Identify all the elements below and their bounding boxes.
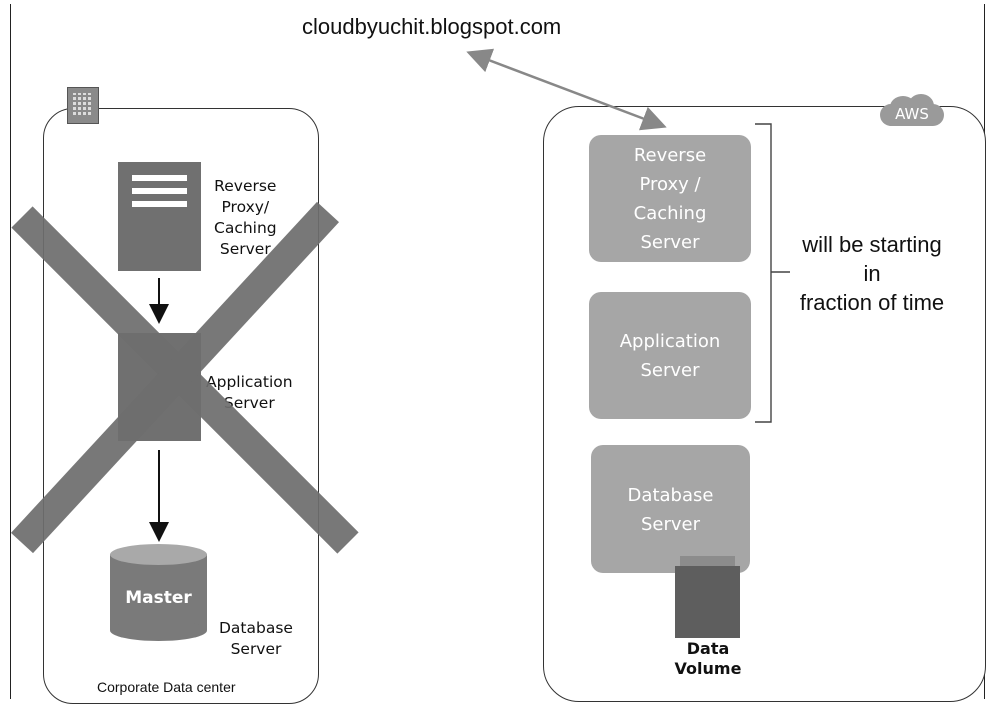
corporate-datacenter-label: Corporate Data center bbox=[97, 679, 236, 695]
aws-db-label: Database Server bbox=[627, 485, 714, 535]
aws-proxy-label: Reverse Proxy / Caching Server bbox=[633, 144, 707, 253]
master-label: Master bbox=[125, 588, 192, 608]
proxy-server-icon bbox=[118, 162, 201, 271]
left-db-label: Database Server bbox=[219, 619, 293, 658]
timing-note: will be starting in fraction of time bbox=[799, 232, 945, 315]
left-app-label: Application Server bbox=[206, 373, 293, 412]
aws-app-box: Application Server bbox=[589, 292, 751, 419]
scaling-bracket bbox=[755, 123, 772, 423]
aws-app-label: Application Server bbox=[619, 330, 721, 381]
watermark-text: cloudbyuchit.blogspot.com bbox=[302, 14, 562, 39]
left-proxy-label: Reverse Proxy/ Caching Server bbox=[214, 177, 277, 258]
office-building-icon bbox=[67, 87, 99, 124]
aws-badge-text: AWS bbox=[895, 105, 929, 123]
data-volume-icon bbox=[675, 556, 740, 638]
aws-proxy-box: Reverse Proxy / Caching Server bbox=[589, 135, 751, 262]
aws-db-box: Database Server bbox=[591, 445, 750, 573]
master-database-icon: Master bbox=[110, 544, 207, 641]
decommission-cross bbox=[10, 201, 359, 554]
aws-cloud-icon: AWS bbox=[876, 94, 948, 126]
watermark-arrow bbox=[466, 48, 667, 131]
data-volume-label: Data Volume bbox=[674, 639, 742, 678]
